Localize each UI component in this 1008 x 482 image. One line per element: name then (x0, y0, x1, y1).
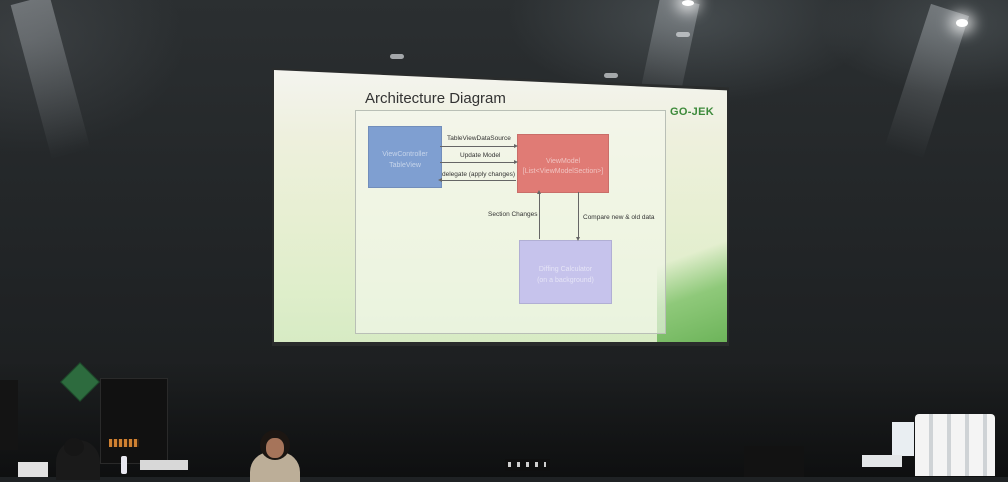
diffing-calculator-box: Diffing Calculator (on a background) (519, 240, 612, 304)
compare-label: Compare new & old data (583, 214, 655, 221)
ceiling-lamp (682, 0, 694, 6)
delegate-label: delegate (apply changes) (442, 171, 515, 178)
projection-screen: Architecture Diagram GO-JEK ViewControll… (274, 70, 727, 342)
slide-decoration (657, 222, 727, 342)
ceiling-fixture (676, 32, 690, 37)
presenter-face (266, 438, 284, 458)
ceiling-lamp (956, 19, 968, 27)
view-model-title: ViewModel (545, 157, 581, 165)
power-outlets (508, 462, 546, 467)
view-model-box: ViewModel [List<ViewModelSection>] (517, 134, 609, 193)
view-controller-box: ViewController TableView (368, 126, 442, 188)
slide-title: Architecture Diagram (365, 90, 506, 107)
floor-monitor (744, 446, 804, 477)
datasource-arrow (440, 144, 518, 148)
audience-member-head (64, 438, 84, 456)
delegate-arrow (438, 178, 516, 182)
compare-arrow (576, 192, 580, 241)
section-changes-label: Section Changes (488, 211, 538, 218)
rack-lights (109, 439, 139, 447)
update-model-arrow (440, 160, 518, 164)
ceiling-fixture (604, 73, 618, 78)
stacked-chairs (915, 414, 995, 476)
view-model-subtitle: [List<ViewModelSection>] (522, 168, 604, 176)
stacked-item (862, 455, 902, 467)
diffing-calculator-subtitle: (on a background) (537, 276, 594, 284)
water-bottle (121, 456, 127, 474)
datasource-label: TableViewDataSource (447, 135, 511, 142)
update-model-label: Update Model (460, 152, 501, 159)
gojek-logo: GO-JEK (670, 106, 714, 118)
stage-floor (0, 360, 1008, 477)
table (140, 460, 188, 470)
view-controller-subtitle: TableView (389, 161, 421, 169)
audience-member (18, 462, 48, 477)
ceiling-fixture (390, 54, 404, 59)
section-changes-arrow (537, 190, 541, 239)
view-controller-title: ViewController (382, 151, 428, 158)
speaker-rack (100, 378, 168, 464)
amplifier (0, 380, 18, 450)
stacked-item (892, 422, 914, 456)
diffing-calculator-title: Diffing Calculator (538, 265, 593, 273)
